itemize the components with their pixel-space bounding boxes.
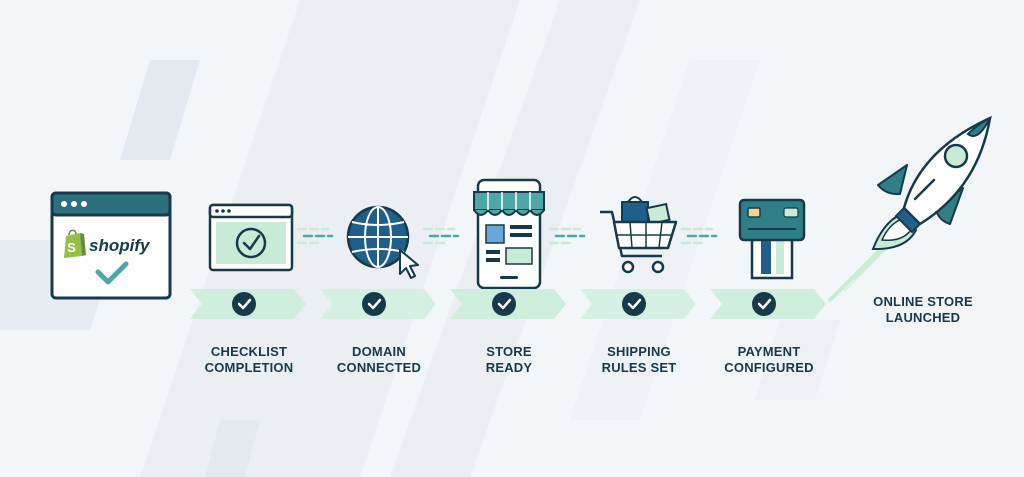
checkmark-icon [497, 298, 512, 310]
checkmark-icon [95, 261, 129, 285]
globe-cursor-icon [346, 205, 419, 279]
cursor-icon [399, 249, 419, 279]
shopping-cart-icon [600, 196, 678, 274]
step-check-icon [622, 292, 646, 316]
step-check-icon [362, 292, 386, 316]
svg-text:S: S [67, 240, 76, 255]
shopify-logo-text: shopify [89, 236, 151, 255]
checkmark-icon [627, 298, 642, 310]
rocket-icon [828, 115, 993, 302]
checkmark-icon [237, 298, 252, 310]
credit-card-icon [738, 198, 806, 280]
step-check-icon [232, 292, 256, 316]
checkmark-icon [367, 298, 382, 310]
connectors [296, 227, 718, 245]
shopify-window-icon: S shopify [50, 191, 172, 300]
progress-chevrons [190, 289, 826, 319]
shopify-bag-icon: S [64, 229, 86, 258]
checklist-window-icon [208, 203, 294, 272]
step-check-icon [492, 292, 516, 316]
checkmark-icon [757, 298, 772, 310]
step-check-icon [752, 292, 776, 316]
storefront-phone-icon [473, 178, 545, 290]
